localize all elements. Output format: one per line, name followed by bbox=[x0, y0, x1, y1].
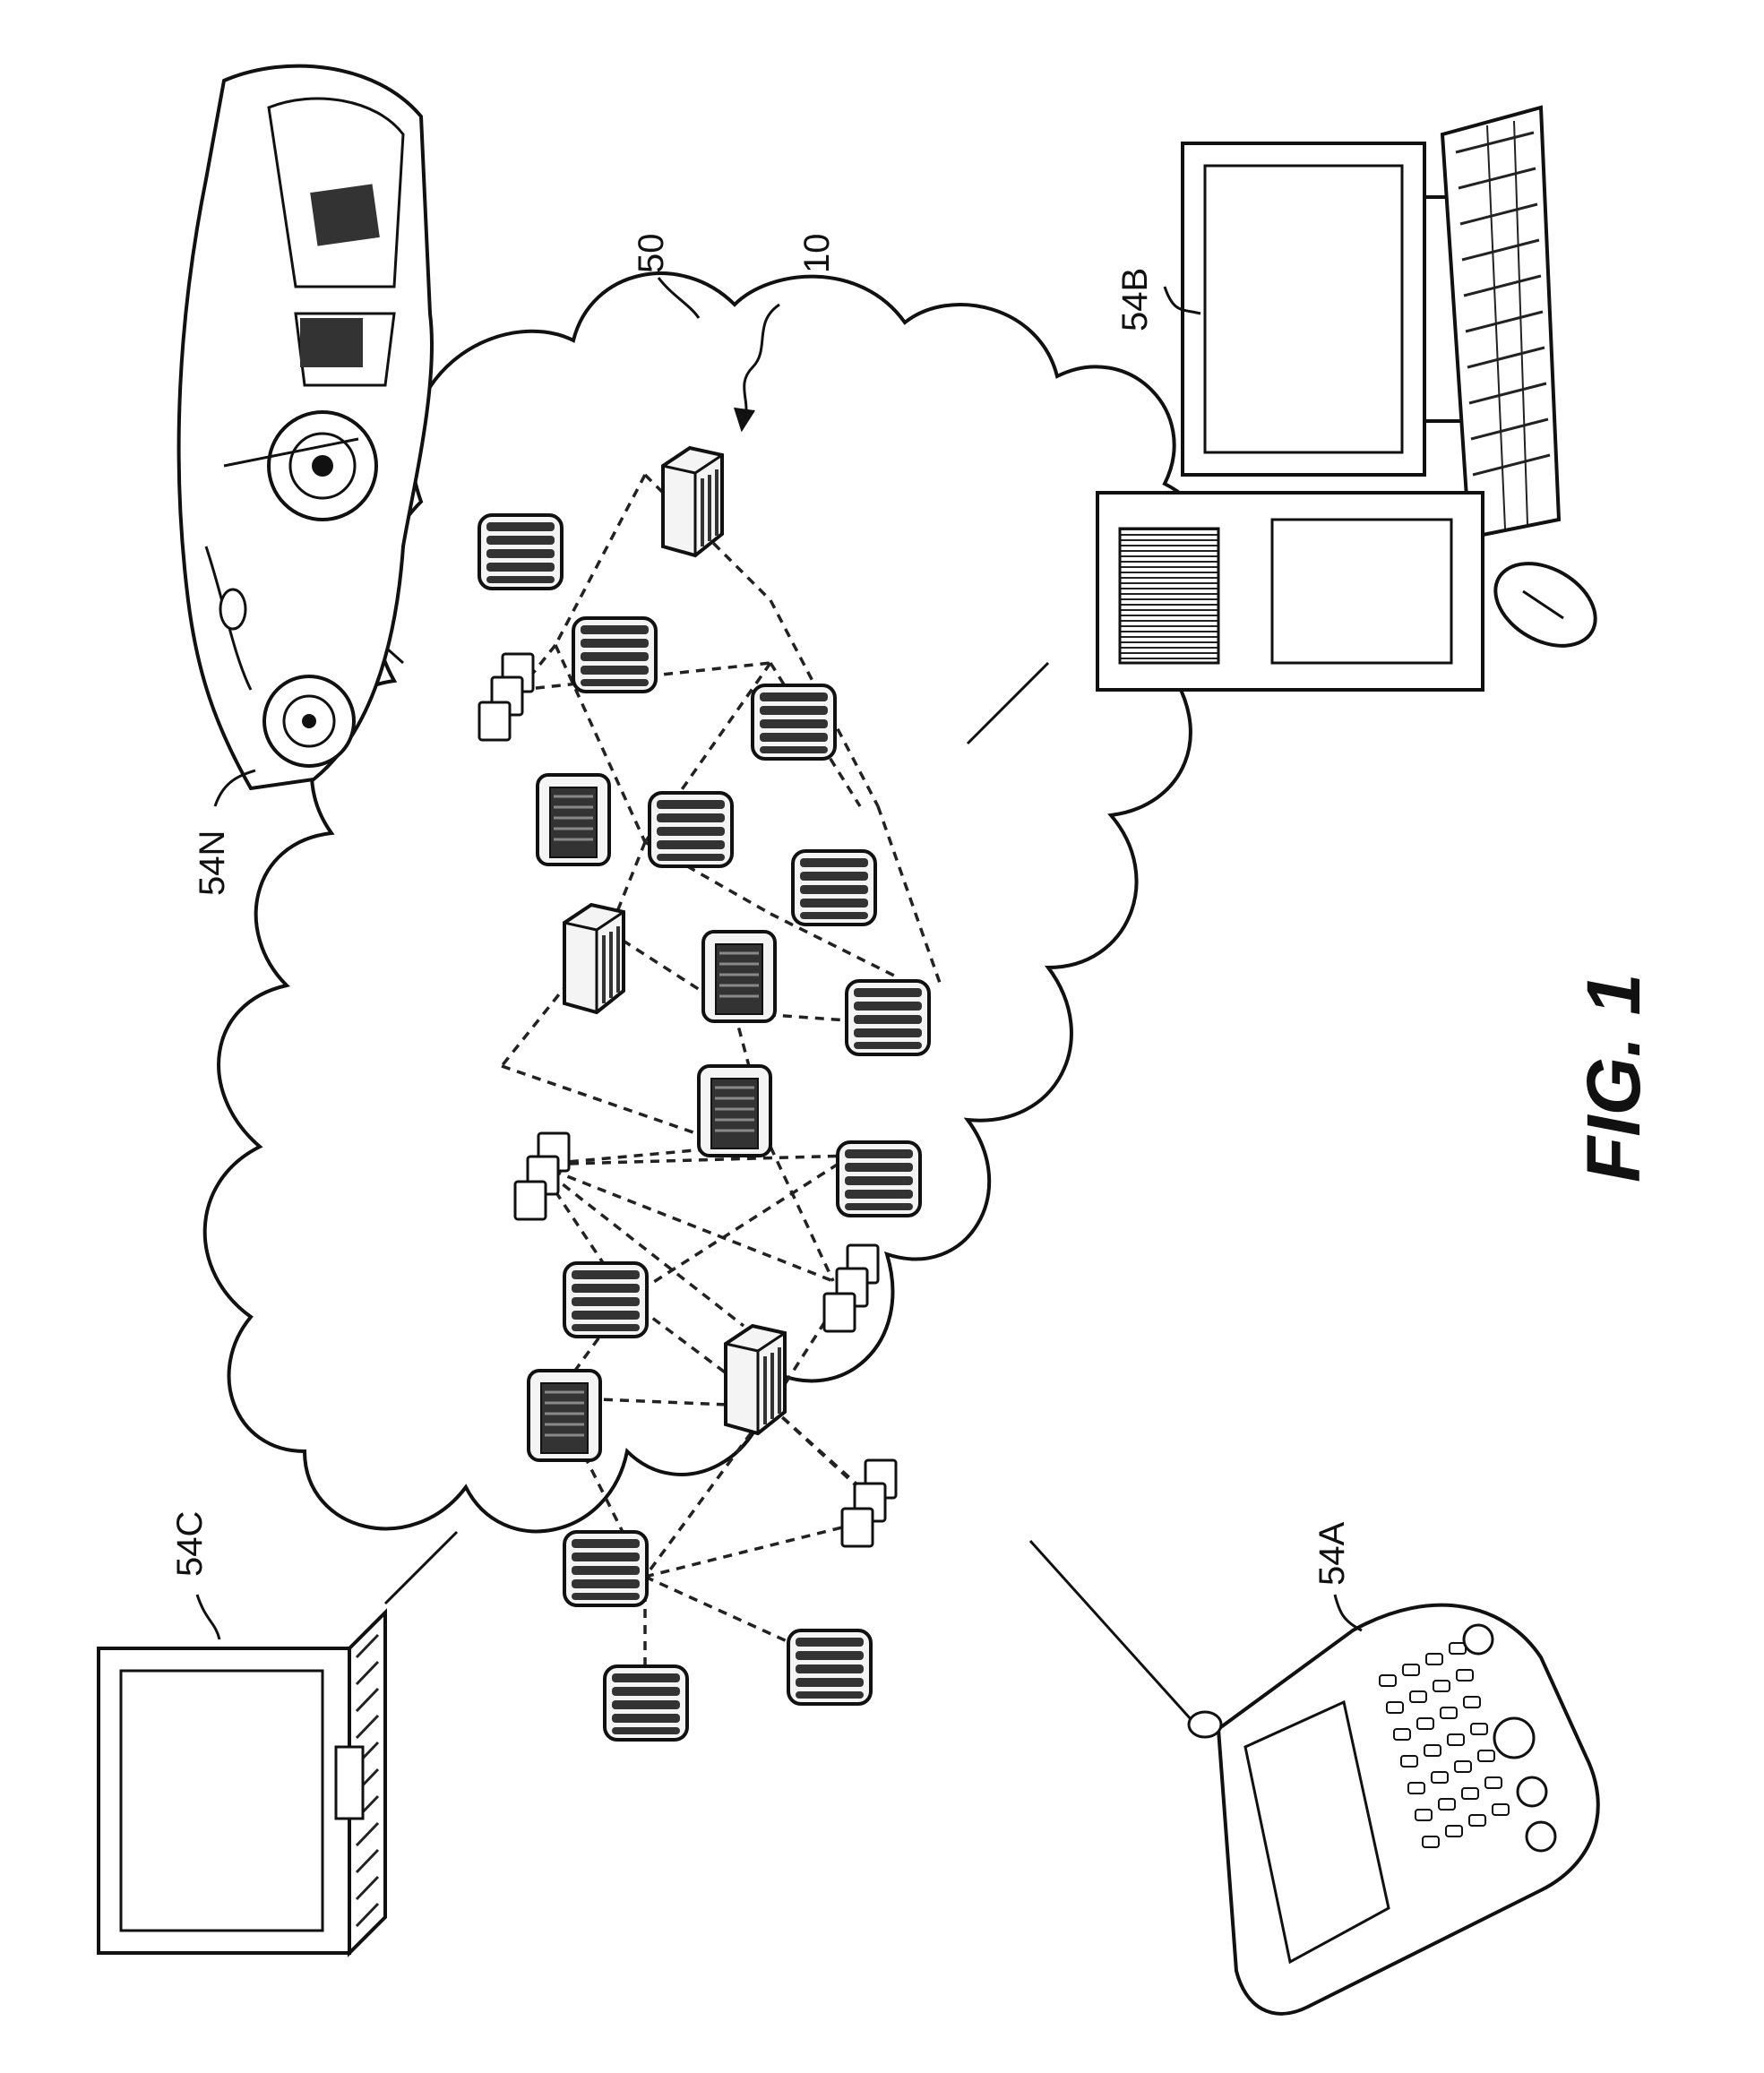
pda-label: 54A bbox=[1312, 1522, 1352, 1586]
mainframe-icon bbox=[703, 932, 775, 1021]
server-rack-icon bbox=[479, 515, 562, 589]
router-icon bbox=[663, 448, 722, 555]
pda-icon bbox=[1189, 1605, 1598, 2014]
server-rack-icon bbox=[838, 1142, 920, 1216]
server-rack-icon bbox=[573, 618, 656, 692]
laptop-icon bbox=[99, 1613, 385, 1953]
server-rack-icon bbox=[564, 1532, 647, 1605]
mainframe-icon bbox=[699, 1066, 770, 1156]
router-icon bbox=[564, 905, 624, 1012]
server-rack-icon bbox=[564, 1263, 647, 1337]
server-rack-icon bbox=[605, 1666, 687, 1740]
figure-caption: FIG. 1 bbox=[1571, 974, 1656, 1183]
desktop-computer-icon bbox=[1097, 108, 1610, 690]
laptop-label: 54C bbox=[170, 1511, 210, 1577]
storage-stack-icon bbox=[842, 1460, 896, 1546]
ref-nodes-label: 10 bbox=[797, 234, 837, 274]
desktop-label: 54B bbox=[1115, 268, 1155, 331]
server-rack-icon bbox=[793, 851, 875, 925]
server-rack-icon bbox=[753, 685, 835, 759]
mainframe-icon bbox=[529, 1371, 600, 1460]
ref-cloud-label: 50 bbox=[632, 234, 671, 274]
server-rack-icon bbox=[788, 1630, 871, 1704]
router-icon bbox=[726, 1326, 785, 1433]
server-rack-icon bbox=[847, 981, 929, 1054]
server-rack-icon bbox=[650, 793, 732, 866]
car-label: 54N bbox=[193, 830, 232, 896]
mainframe-icon bbox=[538, 775, 609, 864]
